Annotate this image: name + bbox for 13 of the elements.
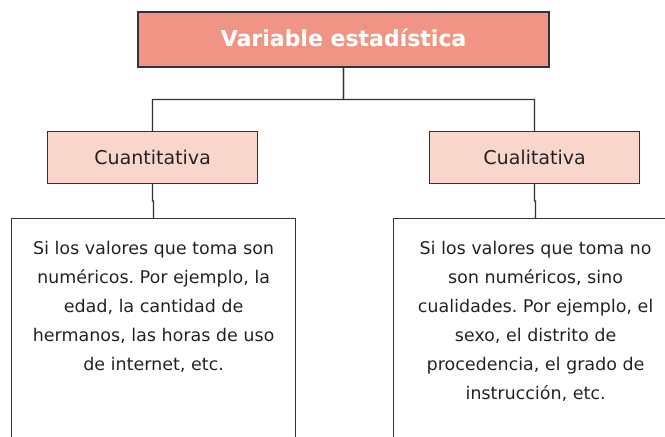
category-box: [429, 131, 640, 184]
connector-line: [342, 68, 536, 131]
description-text: Si los valores que toma no son numéricos, sino cualidades. Por ejemplo, el sexo, el distrito de procedencia, el grado de instrucción, etc.: [416, 238, 654, 406]
category-label: Cualitativa: [483, 146, 586, 168]
connector-line: [534, 184, 536, 218]
title-text: Variable estadística: [220, 27, 466, 52]
category-label: Cuantitativa: [94, 146, 211, 168]
description-box: [393, 218, 665, 437]
description-text: Si los valores que toma son numéricos. Por ejemplo, la edad, la cantidad de hermanos, las horas de uso de internet, etc.: [32, 238, 276, 377]
description-box: [11, 218, 296, 437]
connector-line: [152, 184, 154, 218]
title-box: [137, 11, 550, 68]
category-box: [47, 131, 258, 184]
